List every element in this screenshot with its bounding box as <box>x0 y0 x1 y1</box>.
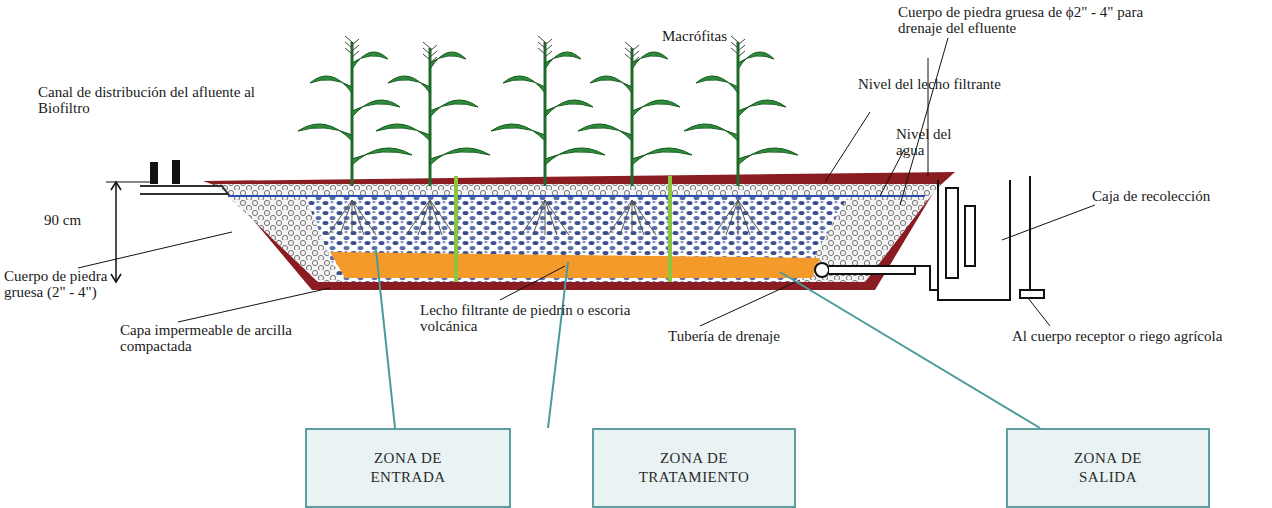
zone-title: ZONA DE TRATAMIENTO <box>619 449 769 487</box>
zone-title: ZONA DE SALIDA <box>1043 449 1173 487</box>
zone-box: ZONA DE TRATAMIENTO <box>592 428 796 508</box>
part-label: Al cuerpo receptor o riego agrícola <box>1012 328 1252 344</box>
part-label: Lecho filtrante de piedrín o escoria vol… <box>420 302 650 334</box>
part-label: Nivel del agua <box>896 126 976 158</box>
part-label: 90 cm <box>44 212 104 228</box>
part-label: Tubería de drenaje <box>668 328 788 344</box>
zone-box: ZONA DE ENTRADA <box>305 428 511 508</box>
part-label: Capa impermeable de arcilla compactada <box>120 322 350 354</box>
part-label: Caja de recolección <box>1092 188 1222 204</box>
part-label: Macrófitas <box>662 28 752 44</box>
zone-title: ZONA DE ENTRADA <box>343 449 473 487</box>
part-label: Cuerpo de piedra gruesa (2" - 4") <box>4 268 124 300</box>
part-label: Cuerpo de piedra gruesa de ϕ2" - 4" para… <box>898 4 1183 36</box>
part-label: Canal de distribución del afluente al Bi… <box>38 84 303 116</box>
part-label: Nivel del lecho filtrante <box>858 76 1008 92</box>
zone-box: ZONA DE SALIDA <box>1006 428 1210 508</box>
